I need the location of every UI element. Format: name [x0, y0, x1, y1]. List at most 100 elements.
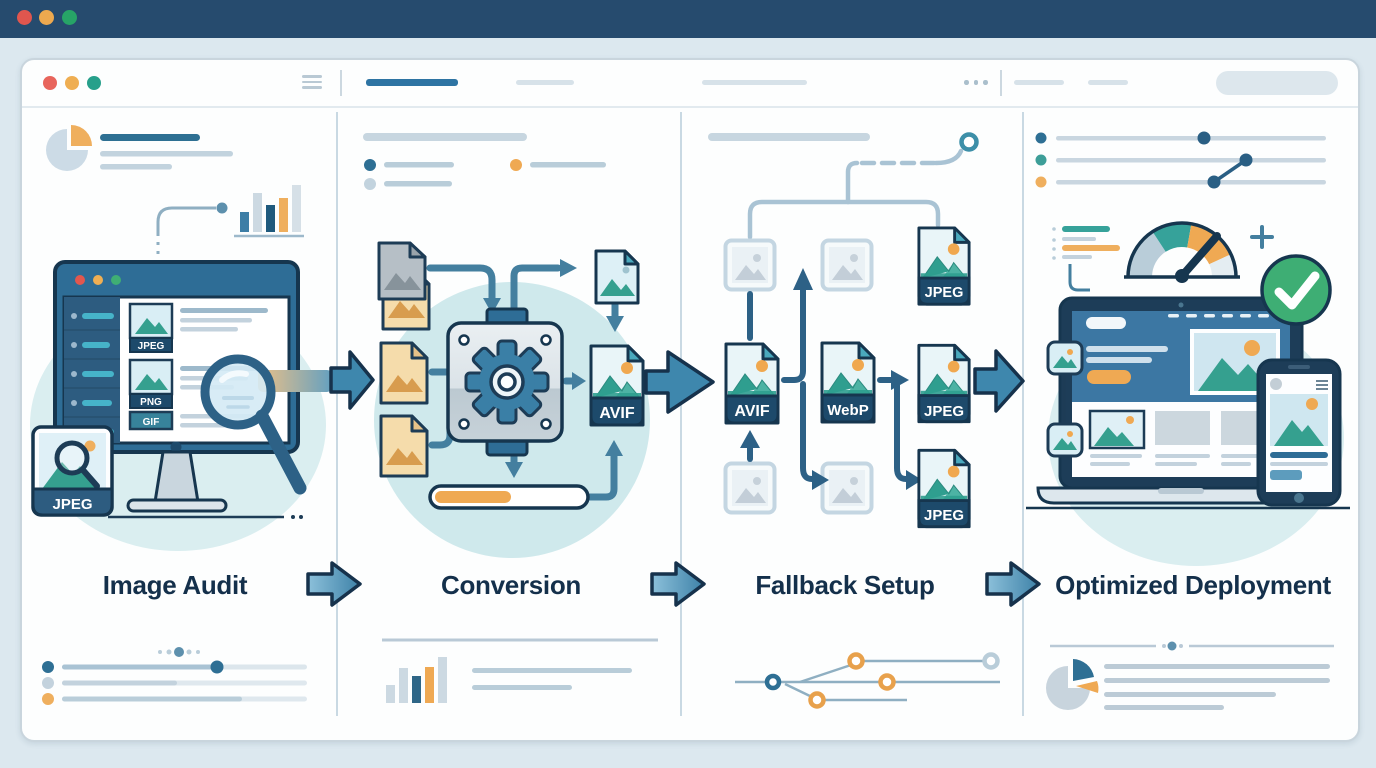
footer-panel4-summary	[1046, 641, 1334, 710]
text-line	[363, 133, 527, 141]
fallback-setup-panel: JPEG AVIF WebP JPEG JPEG	[708, 132, 979, 529]
stage-label-conversion: Conversion	[440, 570, 582, 600]
placeholder-image	[820, 461, 874, 515]
jpeg-top-file: JPEG	[917, 226, 971, 306]
magnifier-icon	[200, 354, 332, 495]
fallback-arrowheads	[740, 268, 922, 490]
panel-dividers	[336, 112, 1024, 716]
bullet-list	[364, 159, 606, 190]
flow-arrow-1	[329, 350, 375, 410]
nav-dashes	[1168, 314, 1269, 318]
text-line	[100, 164, 172, 170]
optimized-deployment-panel	[1026, 131, 1350, 510]
window-minimize-button[interactable]	[39, 10, 54, 25]
cta-button[interactable]	[1087, 370, 1131, 384]
panel-flow-arrows	[329, 349, 1025, 414]
flow-arrow-2	[644, 350, 715, 414]
plus-icon	[1250, 225, 1274, 249]
stage-arrow-3	[985, 561, 1041, 607]
phone-illustration	[1256, 358, 1342, 507]
thumbnail-jpeg-label: JPEG	[52, 496, 92, 513]
progress-bar	[428, 484, 590, 510]
card-grid	[1088, 409, 1276, 466]
gif-file-label: GIF	[143, 417, 160, 428]
active-tab-bar[interactable]	[366, 79, 458, 86]
conversion-panel: AVIF	[363, 133, 645, 510]
image-chip-icon	[1046, 422, 1084, 458]
jpeg-file-label: JPEG	[924, 507, 964, 524]
flow-arrow-3	[973, 349, 1025, 413]
browser-chrome-bar	[22, 60, 1358, 108]
fallback-connectors	[747, 287, 909, 482]
stage-label-fallback-setup: Fallback Setup	[755, 570, 935, 600]
tab-bar[interactable]	[702, 80, 807, 85]
text-line	[100, 134, 200, 141]
metric-rows	[1035, 131, 1326, 189]
jpeg-thumbnail-card: JPEG	[31, 425, 114, 517]
conversion-connectors	[426, 264, 619, 501]
jpeg-list-item: JPEG	[128, 302, 268, 353]
pie-chart-icon	[46, 125, 92, 171]
tree-connector	[747, 148, 964, 240]
mock-zoom-button[interactable]	[87, 76, 101, 90]
jpeg-file-label: JPEG	[138, 341, 165, 352]
menu-icon[interactable]	[302, 75, 322, 92]
chrome-divider	[1000, 70, 1002, 96]
avif-chain-file: AVIF	[724, 342, 780, 425]
chrome-divider	[340, 70, 342, 96]
footer-panel3-network	[735, 652, 1000, 709]
connector-line	[156, 202, 228, 262]
avif-file-label: AVIF	[599, 405, 634, 422]
connector-arrowheads	[483, 259, 624, 478]
jpeg-chain-file: JPEG	[917, 343, 971, 424]
overflow-menu-icon[interactable]	[964, 80, 988, 85]
placeholder-image	[820, 238, 874, 292]
jpeg-file-label: JPEG	[924, 403, 964, 420]
source-file-icon	[379, 414, 429, 478]
pie-chart-icon	[1046, 659, 1099, 710]
webp-file-label: WebP	[827, 402, 868, 419]
phone-button	[1270, 470, 1302, 480]
image-chip-icon	[1046, 340, 1084, 376]
avif-output-file: AVIF	[589, 344, 645, 427]
tree-node-icon	[959, 132, 979, 152]
stage-arrow-2	[650, 561, 706, 607]
success-check-icon	[1260, 254, 1332, 326]
gauge-needle	[1178, 232, 1221, 280]
tab-bar[interactable]	[516, 80, 574, 85]
small-magnifier-icon	[54, 440, 100, 489]
gear-icon	[464, 339, 550, 425]
mini-list	[1052, 226, 1120, 292]
text-line	[708, 133, 870, 141]
toolbar-item[interactable]	[1088, 80, 1128, 85]
window-close-button[interactable]	[17, 10, 32, 25]
speed-gauge-icon	[1124, 221, 1240, 283]
stage-label-image-audit: Image Audit	[102, 570, 248, 600]
source-file-icon	[377, 241, 427, 301]
slider-knob[interactable]	[210, 660, 224, 674]
stage-arrow-1	[306, 561, 362, 607]
footer-panel1-sliders	[42, 647, 307, 705]
stage-label-arrows	[306, 561, 1041, 607]
window-zoom-button[interactable]	[62, 10, 77, 25]
source-file-icon	[379, 341, 429, 405]
placeholder-image	[723, 238, 777, 292]
image-audit-panel: JPEG PNG GIF	[31, 125, 332, 519]
text-line	[100, 151, 233, 157]
png-file-label: PNG	[140, 397, 162, 408]
logo-pill	[1086, 317, 1126, 329]
converted-file-icon	[594, 249, 640, 305]
scan-beam	[258, 370, 332, 392]
footer-panel2-chart	[382, 638, 658, 703]
mock-minimize-button[interactable]	[65, 76, 79, 90]
stage-label-optimized-deployment: Optimized Deployment	[1055, 570, 1331, 600]
jpeg-file-label: JPEG	[925, 285, 964, 301]
gear-machine-icon	[446, 307, 564, 457]
bar-chart-icon	[234, 185, 304, 238]
toolbar-item[interactable]	[1014, 80, 1064, 85]
search-pill[interactable]	[1216, 71, 1338, 95]
mock-close-button[interactable]	[43, 76, 57, 90]
webp-chain-file: WebP	[820, 341, 876, 424]
